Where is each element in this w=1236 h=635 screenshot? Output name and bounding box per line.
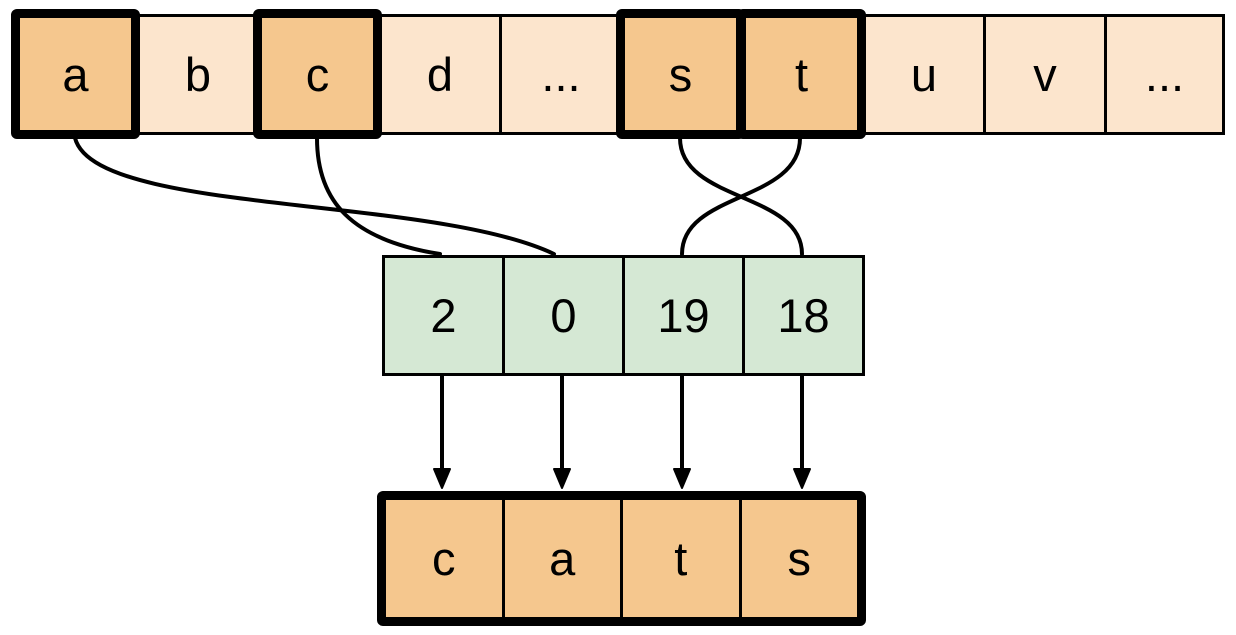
- result-cell-c: c: [386, 500, 502, 617]
- connector-s-to-18: [678, 136, 804, 256]
- alphabet-cell-ellipsis1: ...: [499, 14, 623, 135]
- alphabet-cell-b: b: [136, 14, 260, 135]
- result-cell-s: s: [738, 500, 857, 617]
- alphabet-cell-u: u: [862, 14, 986, 135]
- alphabet-cell-a: a: [11, 9, 140, 139]
- arrow-18-to-s: [793, 374, 811, 489]
- alphabet-cell-ellipsis2: ...: [1104, 14, 1225, 135]
- index-cell-2: 2: [382, 255, 505, 376]
- connector-a-to-0: [73, 136, 556, 256]
- connector-t-to-19: [680, 136, 802, 256]
- result-word-box: c a t s: [377, 491, 866, 626]
- alphabet-cell-v: v: [983, 14, 1107, 135]
- connector-c-to-2: [315, 136, 442, 256]
- arrow-2-to-c: [433, 374, 451, 489]
- index-cell-18: 18: [742, 255, 865, 376]
- index-cell-19: 19: [622, 255, 745, 376]
- result-cell-a: a: [501, 500, 620, 617]
- index-cell-0: 0: [502, 255, 625, 376]
- alphabet-cell-s: s: [616, 9, 745, 139]
- alphabet-cell-d: d: [378, 14, 502, 135]
- alphabet-cell-c: c: [253, 9, 382, 139]
- alphabet-cell-t: t: [737, 9, 866, 139]
- arrow-0-to-a: [553, 374, 571, 489]
- arrow-19-to-t: [673, 374, 691, 489]
- result-cell-t: t: [620, 500, 739, 617]
